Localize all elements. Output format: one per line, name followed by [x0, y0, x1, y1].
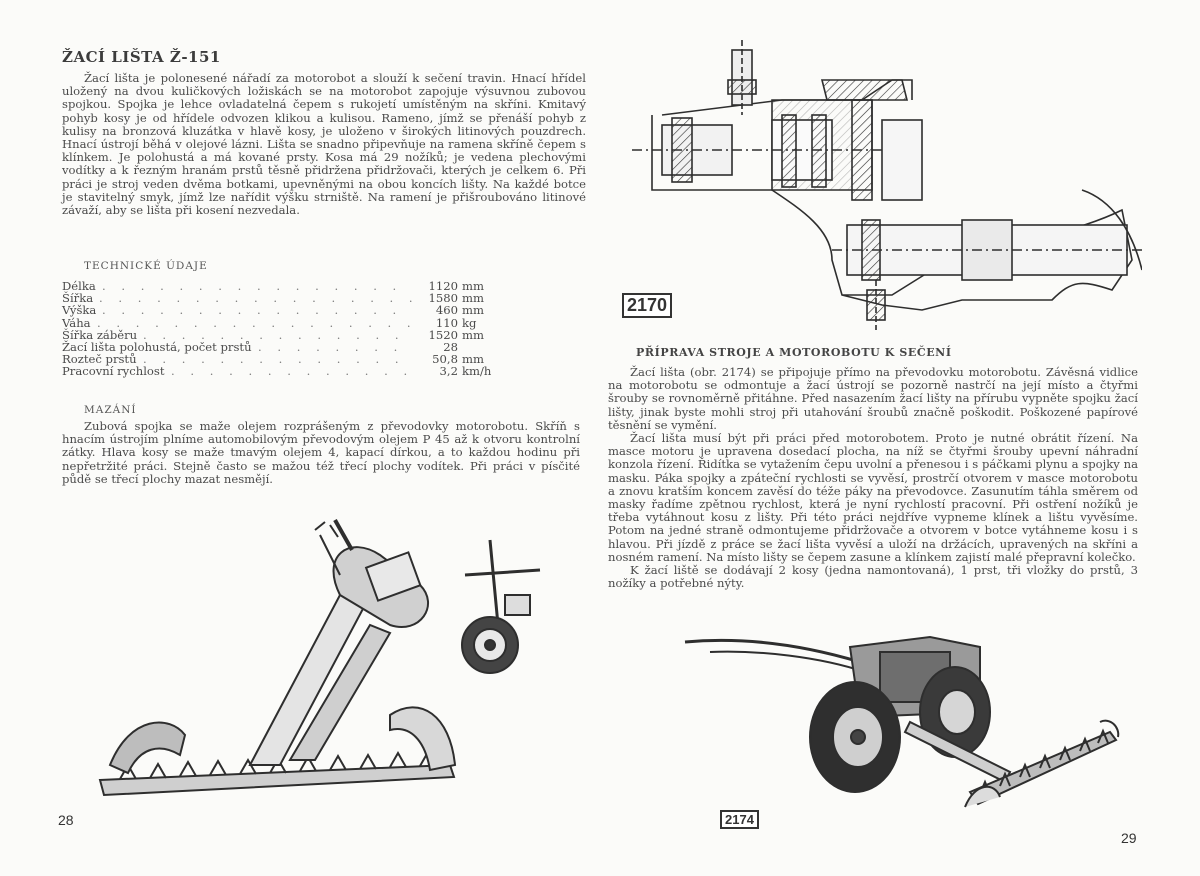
spec-unit: mm: [462, 291, 484, 306]
leader-dots: . . . . . . . . . . . . . . . . . . . . …: [102, 280, 412, 293]
left-page: ŽACÍ LIŠTA Ž-151 Žací lišta je polonesen…: [58, 48, 586, 828]
transport-wheel-illustration: [461, 539, 541, 674]
spec-key: Šířka záběru: [62, 327, 138, 342]
spec-key: Žací lišta polohustá, počet prstů: [62, 339, 252, 354]
tech-heading: TECHNICKÉ ÚDAJE: [84, 260, 208, 272]
page-number-left: 28: [58, 812, 74, 828]
intro-paragraph: Žací lišta je polonesené nářadí za motor…: [62, 71, 586, 218]
spec-value: 28: [443, 339, 458, 354]
spec-key: Pracovní rychlost: [62, 364, 165, 379]
spec-value: 1120: [428, 279, 458, 293]
spec-row: Šířka záběru . . . . . . . . . . . . . . …: [62, 329, 492, 341]
spec-table: Délka. . . . . . . . . . . . . . . . . .…: [62, 280, 492, 378]
preparation-text: Žací lišta (obr. 2174) se připojuje přím…: [608, 365, 1138, 591]
leader-dots: . . . . . . . . . . . . . . . . . . . . …: [102, 304, 412, 317]
leader-dots: . . . . . . . . . . . . . . . . . . . . …: [171, 365, 412, 378]
section-heading: PŘÍPRAVA STROJE A MOTOROBOTU K SEČENÍ: [636, 346, 952, 359]
page-title: ŽACÍ LIŠTA Ž-151: [62, 48, 221, 66]
spec-row: Rozteč prstů . . . . . . . . . . . . . . …: [62, 353, 492, 365]
leader-dots: . . . . . . . . . . . . . . . . . . . . …: [99, 292, 412, 305]
spec-key: Rozteč prstů: [62, 352, 137, 367]
page-number-right: 29: [1121, 830, 1137, 846]
paragraph-1: Žací lišta (obr. 2174) se připojuje přím…: [608, 365, 1138, 432]
spec-row: Váha . . . . . . . . . . . . . . . . . . …: [62, 315, 492, 330]
mazani-paragraph: Zubová spojka se maže olejem rozprášeným…: [62, 419, 580, 486]
leader-dots: . . . . . . . . . . . . . . . . . . . . …: [258, 340, 412, 354]
spec-value: 110: [435, 315, 458, 330]
spec-row: Pracovní rychlost . . . . . . . . . . . .…: [62, 365, 492, 377]
leader-dots: . . . . . . . . . . . . . . . . . . . . …: [143, 353, 412, 366]
spec-row: Žací lišta polohustá, počet prstů . . . .…: [62, 341, 492, 353]
spec-row: Výška . . . . . . . . . . . . . . . . . .…: [62, 304, 492, 316]
figure-label-2170: 2170: [622, 293, 673, 318]
spec-row: Délka . . . . . . . . . . . . . . . . . .…: [62, 280, 492, 292]
spec-key: Šířka: [62, 291, 94, 306]
motorobot-with-mower-illustration: [684, 635, 1120, 808]
spec-value: 460: [435, 303, 458, 318]
spec-unit: kg: [462, 315, 477, 330]
leader-dots: . . . . . . . . . . . . . . . . . . . . …: [97, 316, 412, 329]
figure-label-2174: 2174: [720, 810, 759, 829]
mazani-heading: MAZÁNÍ: [84, 404, 137, 416]
paragraph-2: Žací lišta musí být při práci před motor…: [608, 431, 1138, 564]
spec-key: Délka: [62, 279, 96, 293]
spec-unit: km/h: [462, 364, 492, 379]
spec-key: Výška: [62, 303, 97, 318]
spec-unit: mm: [462, 303, 484, 318]
gearbox-cross-section-drawing: [632, 40, 1142, 330]
spec-row: Šířka . . . . . . . . . . . . . . . . . .…: [62, 292, 492, 304]
spec-value: 1580: [428, 291, 458, 306]
spec-unit: mm: [462, 327, 484, 342]
leader-dots: . . . . . . . . . . . . . . . . . . . . …: [143, 328, 412, 341]
spec-unit: mm: [462, 352, 484, 367]
spec-unit: mm: [462, 279, 484, 293]
mower-bar-illustration: [98, 519, 457, 797]
right-page: 2170 PŘÍPRAVA STROJE A MOTOROBOTU K SEČE…: [600, 0, 1200, 876]
spec-value: 1520: [428, 327, 458, 342]
spec-value: 3,2: [439, 364, 458, 379]
paragraph-3: K žací liště se dodávají 2 kosy (jedna n…: [608, 563, 1138, 591]
spec-key: Váha: [62, 315, 91, 330]
spec-value: 50,8: [432, 352, 458, 367]
